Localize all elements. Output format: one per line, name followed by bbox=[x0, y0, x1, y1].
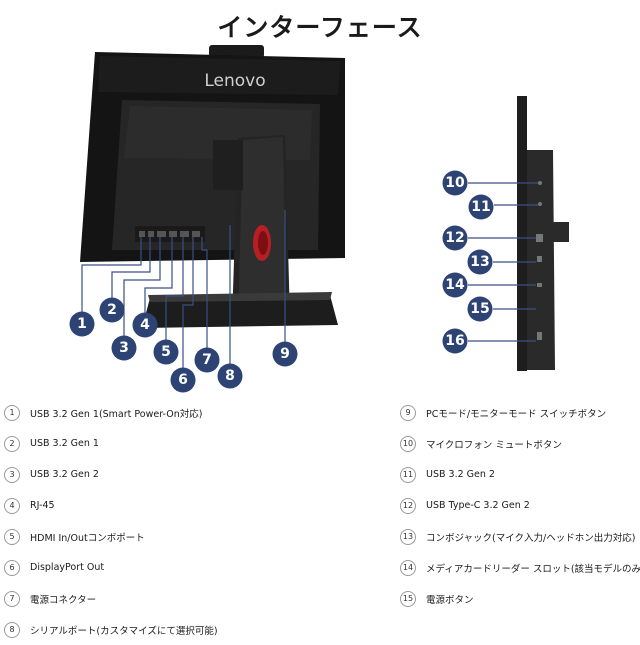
callout-13: 13 bbox=[467, 249, 493, 275]
legend-number: 1 bbox=[4, 404, 20, 421]
callout-4: 4 bbox=[132, 312, 158, 338]
legend-number: 11 bbox=[400, 466, 416, 483]
legend-item: 3 USB 3.2 Gen 2 bbox=[4, 459, 324, 490]
svg-text:8: 8 bbox=[225, 368, 235, 384]
callout-2: 2 bbox=[99, 297, 125, 323]
side-leader-lines bbox=[468, 182, 538, 342]
legend-item: 1 USB 3.2 Gen 1(Smart Power-On対応) bbox=[4, 397, 324, 428]
legend-label: メディアカードリーダー スロット(該当モデルのみ) bbox=[426, 563, 640, 575]
legend-item: 2 USB 3.2 Gen 1 bbox=[4, 428, 324, 459]
svg-text:3: 3 bbox=[119, 340, 129, 356]
svg-text:2: 2 bbox=[107, 302, 117, 318]
callout-9: 9 bbox=[272, 341, 298, 367]
legend-label: コンボジャック(マイク入力/ヘッドホン出力対応) bbox=[426, 532, 636, 544]
legend-right: 9 PCモード/モニターモード スイッチボタン 10 マイクロフォン ミュートボタン… bbox=[400, 397, 640, 614]
callout-14: 14 bbox=[442, 272, 468, 298]
legend-item: 13 コンボジャック(マイク入力/ヘッドホン出力対応) bbox=[400, 521, 640, 552]
legend-item: 10 マイクロフォン ミュートボタン bbox=[400, 428, 640, 459]
callout-5: 5 bbox=[153, 339, 179, 365]
callout-10: 10 bbox=[442, 170, 468, 196]
svg-text:15: 15 bbox=[470, 301, 489, 317]
callout-7: 7 bbox=[194, 347, 220, 373]
legend-number: 8 bbox=[4, 621, 20, 638]
legend-item: 7 電源コネクター bbox=[4, 583, 324, 614]
legend-label: USB 3.2 Gen 1 bbox=[30, 438, 99, 449]
page-title: インターフェース bbox=[217, 13, 423, 42]
callout-11: 11 bbox=[468, 194, 494, 220]
legend-item: 14 メディアカードリーダー スロット(該当モデルのみ) bbox=[400, 552, 640, 583]
legend-label: DisplayPort Out bbox=[30, 562, 105, 573]
svg-text:4: 4 bbox=[140, 317, 150, 333]
svg-text:7: 7 bbox=[202, 352, 212, 368]
monitor-side-view bbox=[517, 96, 569, 371]
legend-label: USB Type-C 3.2 Gen 2 bbox=[426, 500, 530, 511]
callout-1: 1 bbox=[69, 311, 95, 337]
legend-number: 9 bbox=[400, 404, 416, 421]
legend-number: 5 bbox=[4, 528, 20, 545]
svg-text:9: 9 bbox=[280, 346, 290, 362]
callout-16: 16 bbox=[442, 328, 468, 354]
callout-12: 12 bbox=[442, 225, 468, 251]
callout-6: 6 bbox=[170, 367, 196, 393]
legend-number: 12 bbox=[400, 497, 416, 514]
legend-number: 13 bbox=[400, 528, 416, 545]
svg-text:16: 16 bbox=[445, 333, 464, 349]
product-illustration: Lenovo bbox=[69, 45, 569, 393]
legend-item: 6 DisplayPort Out bbox=[4, 552, 324, 583]
legend-label: 電源ボタン bbox=[426, 594, 474, 606]
svg-text:11: 11 bbox=[471, 199, 490, 215]
legend-number: 7 bbox=[4, 590, 20, 607]
legend-number: 15 bbox=[400, 590, 416, 607]
legend-label: 電源コネクター bbox=[30, 594, 97, 606]
legend-item: 12 USB Type-C 3.2 Gen 2 bbox=[400, 490, 640, 521]
legend-label: HDMI In/Outコンボポート bbox=[30, 532, 145, 544]
legend-item: 5 HDMI In/Outコンボポート bbox=[4, 521, 324, 552]
callout-3: 3 bbox=[111, 335, 137, 361]
legend-label: USB 3.2 Gen 2 bbox=[30, 469, 99, 480]
legend-item: 8 シリアルポート(カスタマイズにて選択可能) bbox=[4, 614, 324, 645]
legend-number: 10 bbox=[400, 435, 416, 452]
legend-label: シリアルポート(カスタマイズにて選択可能) bbox=[30, 625, 218, 637]
legend-number: 3 bbox=[4, 466, 20, 483]
legend-item: 9 PCモード/モニターモード スイッチボタン bbox=[400, 397, 640, 428]
legend-item: 11 USB 3.2 Gen 2 bbox=[400, 459, 640, 490]
callout-8: 8 bbox=[217, 363, 243, 389]
legend-number: 6 bbox=[4, 559, 20, 576]
svg-text:5: 5 bbox=[161, 344, 171, 360]
legend-number: 14 bbox=[400, 559, 416, 576]
legend-label: RJ-45 bbox=[30, 500, 55, 511]
svg-text:6: 6 bbox=[178, 372, 188, 388]
legend-item: 4 RJ-45 bbox=[4, 490, 324, 521]
legend-item: 15 電源ボタン bbox=[400, 583, 640, 614]
monitor-rear-view: Lenovo bbox=[80, 45, 345, 328]
legend-label: USB 3.2 Gen 2 bbox=[426, 469, 495, 480]
svg-text:1: 1 bbox=[77, 316, 87, 332]
callout-15: 15 bbox=[467, 296, 493, 322]
legend-number: 2 bbox=[4, 435, 20, 452]
svg-text:13: 13 bbox=[470, 254, 489, 270]
svg-text:10: 10 bbox=[445, 175, 465, 191]
legend-label: USB 3.2 Gen 1(Smart Power-On対応) bbox=[30, 408, 203, 420]
svg-text:14: 14 bbox=[445, 277, 465, 293]
svg-text:12: 12 bbox=[445, 230, 464, 246]
legend-label: PCモード/モニターモード スイッチボタン bbox=[426, 408, 607, 420]
legend-number: 4 bbox=[4, 497, 20, 514]
legend-label: マイクロフォン ミュートボタン bbox=[426, 439, 562, 451]
brand-logo: Lenovo bbox=[204, 71, 265, 91]
